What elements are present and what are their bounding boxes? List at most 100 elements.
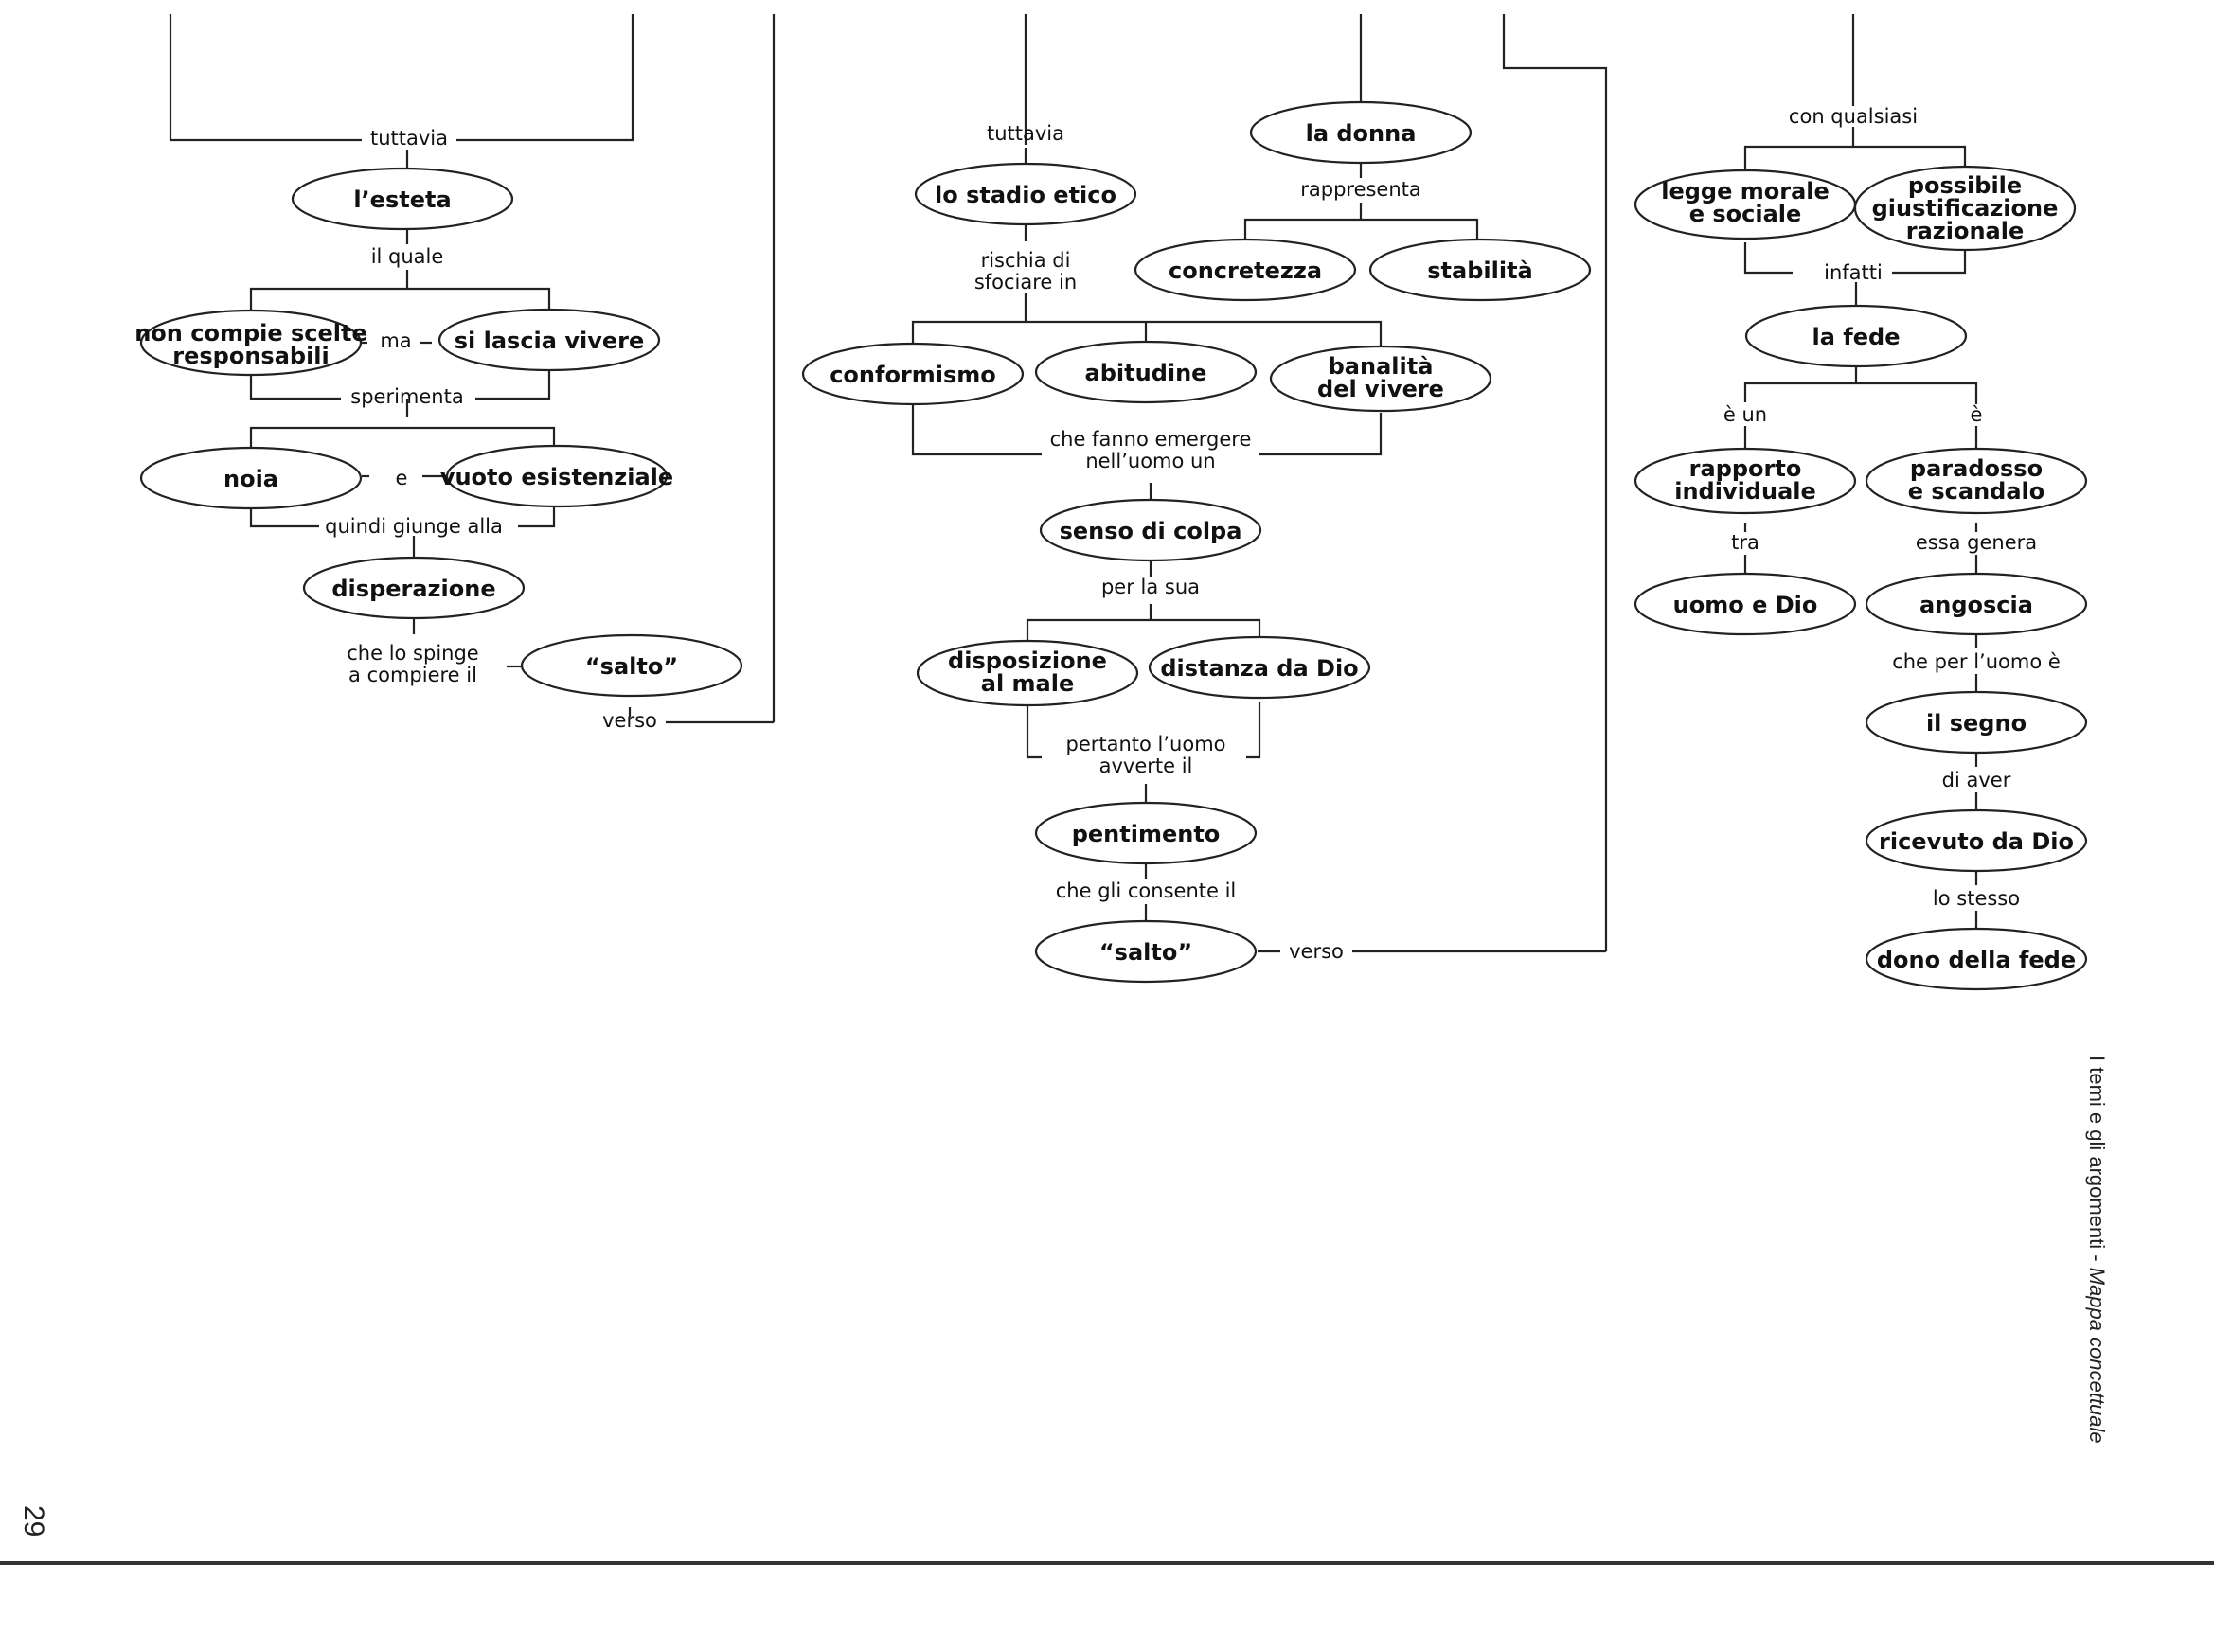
- node-legge-morale: legge morale e sociale: [1634, 169, 1857, 240]
- bottom-rule: [0, 1561, 2214, 1565]
- conn-e-un: è un: [1723, 403, 1767, 426]
- node-la-donna: la donna: [1249, 100, 1473, 165]
- node-vuoto-esistenziale: vuoto esistenziale: [440, 444, 673, 508]
- node-disperazione: disperazione: [302, 556, 526, 620]
- node-pentimento: pentimento: [1034, 801, 1258, 865]
- node-angoscia-label: angoscia: [1919, 592, 2033, 618]
- node-conformismo: conformismo: [801, 342, 1025, 406]
- node-legge-label-1: legge morale: [1661, 178, 1830, 204]
- node-rapporto-label-1: rapporto: [1689, 455, 1802, 482]
- node-segno-label: il segno: [1926, 710, 2027, 737]
- node-giustificazione-label-3: razionale: [1906, 218, 2025, 244]
- node-banalita-label-2: del vivere: [1317, 376, 1444, 402]
- conn-essa-genera: essa genera: [1916, 531, 2037, 554]
- node-angoscia: angoscia: [1865, 572, 2088, 636]
- node-rapporto-label-2: individuale: [1674, 478, 1816, 505]
- node-pentimento-label: pentimento: [1072, 821, 1221, 847]
- node-noia-label: noia: [223, 466, 278, 492]
- node-non-compie-scelte: non compie scelte responsabili: [134, 309, 367, 377]
- conn-tuttavia-2: tuttavia: [987, 122, 1064, 145]
- node-legge-label-2: e sociale: [1689, 201, 1802, 227]
- caption-main: I temi e gli argomenti -: [2085, 1056, 2109, 1268]
- node-disposizione-label-1: disposizione: [948, 648, 1107, 674]
- node-il-segno: il segno: [1865, 690, 2088, 755]
- node-paradosso-label-1: paradosso: [1910, 455, 2043, 482]
- node-esteta-label: l’esteta: [353, 187, 451, 213]
- connector-lines: [169, 14, 1978, 953]
- node-abitudine: abitudine: [1034, 340, 1258, 404]
- conn-rischia-1: rischia di: [981, 249, 1071, 272]
- node-giustificazione-label-2: giustificazione: [1872, 195, 2059, 222]
- node-uomo-e-dio: uomo e Dio: [1634, 572, 1857, 636]
- conn-e: e: [396, 467, 408, 489]
- node-disperazione-label: disperazione: [331, 576, 495, 602]
- node-senso-di-colpa: senso di colpa: [1039, 498, 1262, 562]
- node-ricevuto-label: ricevuto da Dio: [1879, 828, 2074, 855]
- node-stadio-etico-label: lo stadio etico: [935, 182, 1116, 208]
- node-distanza-da-dio: distanza da Dio: [1148, 635, 1371, 700]
- node-la-donna-label: la donna: [1306, 120, 1417, 147]
- node-conformismo-label: conformismo: [830, 362, 996, 388]
- conn-rappresenta: rappresenta: [1300, 178, 1421, 201]
- conn-sperimenta: sperimenta: [350, 385, 463, 408]
- node-stadio-etico: lo stadio etico: [914, 162, 1137, 226]
- connector-labels: tuttavia il quale ma sperimenta e quindi…: [325, 105, 2061, 963]
- node-noia: noia: [139, 446, 363, 510]
- conn-infatti: infatti: [1824, 261, 1883, 284]
- conn-tra: tra: [1731, 531, 1759, 554]
- conn-spinge-2: a compiere il: [348, 664, 477, 686]
- conn-e-acc: è: [1971, 403, 1983, 426]
- node-stabilita-label: stabilità: [1427, 258, 1532, 284]
- conn-pertanto-2: avverte il: [1099, 755, 1193, 777]
- node-dono-label: dono della fede: [1877, 947, 2076, 973]
- node-salto-2-label: “salto”: [1099, 939, 1192, 966]
- conn-tuttavia-1: tuttavia: [370, 127, 448, 150]
- node-salto-1: “salto”: [520, 633, 743, 698]
- conn-per-uomo: che per l’uomo è: [1892, 650, 2061, 673]
- node-vuoto-label: vuoto esistenziale: [440, 464, 673, 490]
- conn-il-quale: il quale: [371, 245, 444, 268]
- node-senso-colpa-label: senso di colpa: [1060, 518, 1242, 544]
- conn-emergere-1: che fanno emergere: [1050, 428, 1252, 451]
- node-paradosso: paradosso e scandalo: [1865, 447, 2088, 515]
- node-dono-della-fede: dono della fede: [1865, 927, 2088, 991]
- conn-con-qualsiasi: con qualsiasi: [1789, 105, 1918, 128]
- conn-spinge-1: che lo spinge: [347, 642, 478, 665]
- conn-emergere-2: nell’uomo un: [1085, 450, 1215, 472]
- conn-rischia-2: sfociare in: [974, 271, 1077, 293]
- node-si-lascia-vivere: si lascia vivere: [437, 308, 661, 372]
- node-giustificazione: possibile giustificazione razionale: [1853, 165, 2077, 252]
- concept-map: l’esteta non compie scelte responsabili …: [134, 14, 2088, 991]
- conn-verso-2: verso: [1289, 940, 1344, 963]
- node-salto-2: “salto”: [1034, 919, 1258, 984]
- conn-ma: ma: [380, 329, 411, 352]
- node-fede-label: la fede: [1812, 324, 1901, 350]
- conn-pertanto-1: pertanto l’uomo: [1065, 733, 1225, 755]
- conn-per-la-sua: per la sua: [1101, 576, 1200, 598]
- node-la-fede: la fede: [1744, 304, 1968, 368]
- conn-verso-1: verso: [602, 709, 657, 732]
- node-non-compie-label-2: responsabili: [172, 343, 330, 369]
- caption-italic: Mappa concettuale: [2085, 1267, 2109, 1444]
- node-distanza-label: distanza da Dio: [1160, 655, 1358, 682]
- node-paradosso-label-2: e scandalo: [1908, 478, 2045, 505]
- conn-lo-stesso: lo stesso: [1933, 887, 2020, 910]
- node-disposizione-al-male: disposizione al male: [916, 639, 1139, 707]
- node-uomo-dio-label: uomo e Dio: [1673, 592, 1818, 618]
- node-esteta: l’esteta: [291, 167, 514, 231]
- conn-consente: che gli consente il: [1056, 879, 1237, 902]
- node-ricevuto-da-dio: ricevuto da Dio: [1865, 808, 2088, 873]
- conn-di-aver: di aver: [1942, 769, 2011, 791]
- node-non-compie-label-1: non compie scelte: [134, 320, 367, 346]
- page-number: 29: [18, 1505, 49, 1537]
- node-abitudine-label: abitudine: [1085, 360, 1207, 386]
- node-concretezza: concretezza: [1134, 238, 1357, 302]
- node-si-lascia-label: si lascia vivere: [455, 328, 644, 354]
- node-stabilita: stabilità: [1368, 238, 1592, 302]
- node-concretezza-label: concretezza: [1169, 258, 1322, 284]
- node-banalita: banalità del vivere: [1269, 345, 1492, 413]
- node-disposizione-label-2: al male: [981, 670, 1074, 697]
- conn-quindi: quindi giunge alla: [325, 515, 503, 538]
- node-rapporto-individuale: rapporto individuale: [1634, 447, 1857, 515]
- node-banalita-label-1: banalità: [1329, 353, 1434, 380]
